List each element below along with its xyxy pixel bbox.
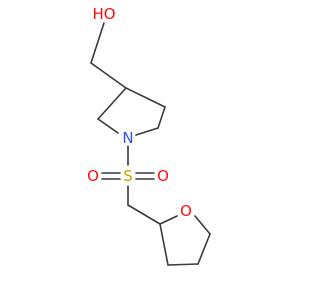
bond-thf-oxygen-c5 (194, 215, 211, 235)
atom-labels: HO N S O O O (87, 5, 192, 220)
bond-thf-c3-c2 (159, 223, 169, 266)
bond-thf-c4-c3 (167, 263, 199, 266)
bond-hydroxyl-methylene (90, 22, 105, 64)
bond-thf-c2-oxygen (159, 215, 178, 225)
ring-oxygen-label: O (180, 202, 192, 220)
bond-nitrogen-c2 (97, 118, 119, 134)
bond-methylene-thf-c2 (127, 204, 161, 225)
sulfonyl-oxygen-right-label: O (157, 167, 169, 185)
nitrogen-label: N (122, 129, 133, 147)
sulfur-label: S (123, 167, 133, 185)
bond-c3-c4 (125, 87, 166, 108)
bond-methylene-c3 (90, 62, 127, 89)
bond-c5-nitrogen (135, 127, 159, 136)
bond-c4-c5 (157, 106, 166, 129)
bond-thf-c5-c4 (197, 233, 211, 265)
hydroxyl-label: HO (92, 5, 115, 23)
sulfonyl-oxygen-left-label: O (87, 167, 99, 185)
bonds (90, 22, 211, 266)
chemical-structure: HO N S O O O (87, 5, 211, 266)
bond-c2-c3 (97, 87, 127, 120)
